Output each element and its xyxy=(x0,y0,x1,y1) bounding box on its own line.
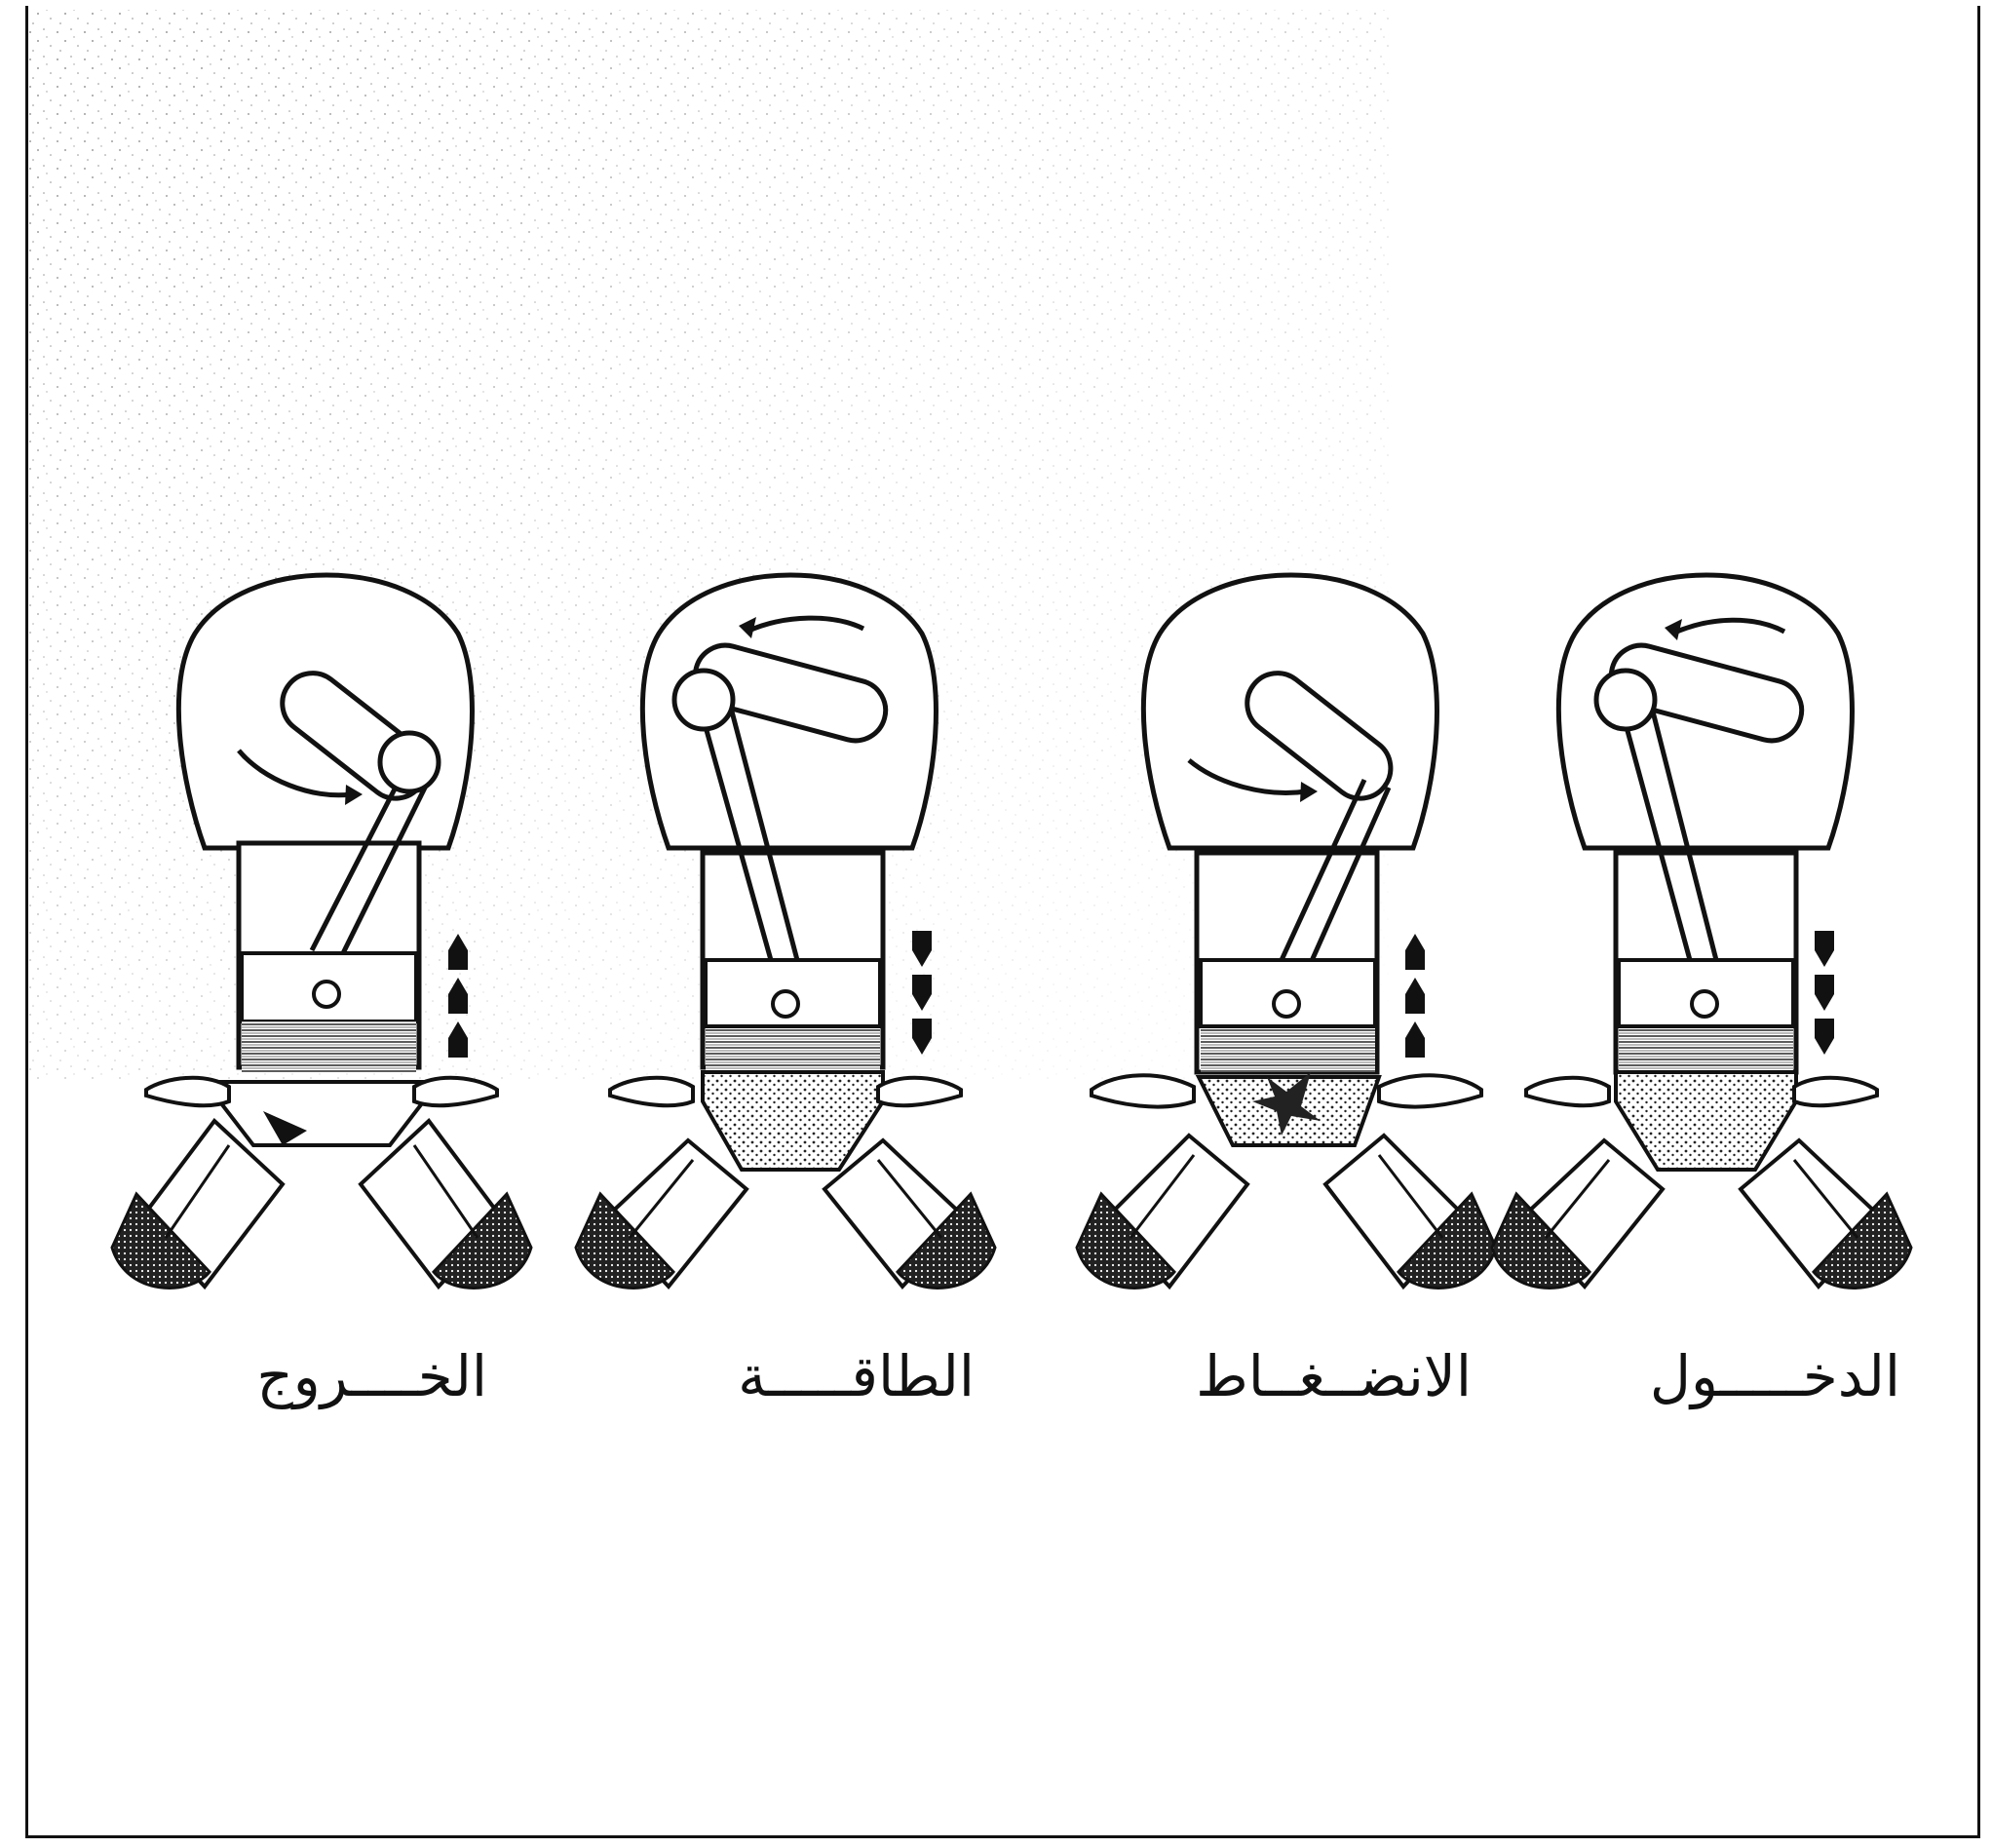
label-compression: الانضــغــاط xyxy=(1121,1343,1472,1431)
piston-direction-arrows xyxy=(912,931,932,1055)
exhaust-valve xyxy=(824,1140,995,1288)
combustion-chamber xyxy=(703,1072,883,1170)
piston-direction-arrows xyxy=(1405,934,1425,1058)
intake-valve xyxy=(1077,1136,1247,1288)
exhaust-valve xyxy=(1741,1140,1911,1288)
intake-valve xyxy=(576,1140,747,1288)
engine-intake xyxy=(1492,575,1911,1288)
intake-valve xyxy=(1492,1140,1663,1288)
label-exhaust: الخــــروج xyxy=(136,1343,487,1431)
combustion-chamber xyxy=(1616,1072,1796,1170)
label-power: الطاقـــــة xyxy=(604,1343,975,1431)
exhaust-valve xyxy=(1325,1136,1496,1288)
combustion-chamber xyxy=(205,1082,439,1145)
label-intake: الدخـــــول xyxy=(1530,1343,1900,1431)
piston-direction-arrows xyxy=(1815,931,1834,1055)
piston-direction-arrows xyxy=(448,934,468,1058)
